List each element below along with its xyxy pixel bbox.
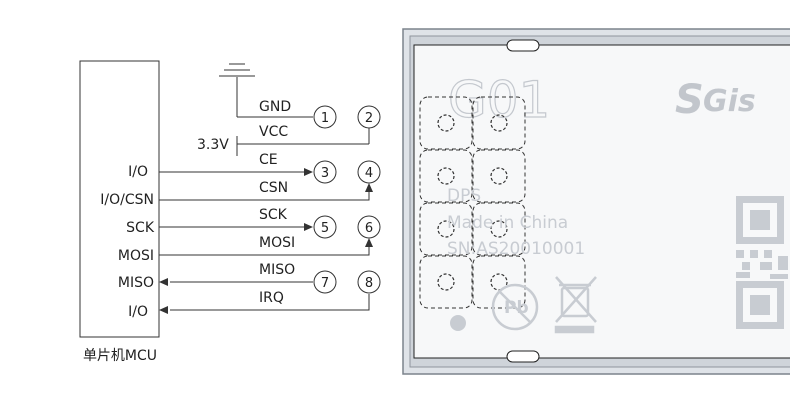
- arrow-sck: [304, 223, 313, 231]
- pin-number-5: 5: [321, 221, 329, 236]
- wire-mosi: [159, 245, 370, 256]
- signal-miso: MISO: [259, 262, 295, 278]
- arrow-ce: [304, 168, 313, 176]
- vcc-wire: [236, 128, 370, 156]
- signal-gnd: GND: [259, 99, 291, 115]
- pad-grid: [419, 96, 526, 309]
- mcu-pin-mosi: MOSI: [118, 248, 154, 264]
- pin-circle-2: [357, 105, 381, 129]
- brand-s-mark: S: [675, 77, 704, 123]
- pin-number-6: 6: [365, 221, 373, 236]
- signal-irq: IRQ: [259, 290, 284, 306]
- pin-circle-7: [313, 270, 337, 294]
- mount-slot-top: [506, 39, 540, 52]
- mcu-pin-miso: MISO: [118, 275, 154, 291]
- signal-mosi: MOSI: [259, 235, 295, 251]
- pin-circle-8: [357, 270, 381, 294]
- arrow-miso: [159, 278, 168, 286]
- signal-ce: CE: [259, 152, 278, 168]
- signal-csn: CSN: [259, 180, 288, 196]
- pad-holes: [437, 114, 508, 291]
- pb-free-icon: Pb: [491, 283, 539, 331]
- arrow-mosi: [365, 238, 373, 247]
- pin-circle-1: [313, 105, 337, 129]
- module-line-dps: DPS: [447, 186, 481, 206]
- mcu-pin-io-1: I/O: [128, 164, 148, 180]
- svg-text:Pb: Pb: [504, 298, 529, 318]
- voltage-label: 3.3V: [197, 137, 229, 153]
- mount-slot-bottom: [506, 350, 540, 363]
- signal-vcc: VCC: [259, 124, 288, 140]
- pin-number-4: 4: [365, 166, 373, 181]
- mcu-pin-io-2: I/O: [128, 304, 148, 320]
- module-line-made-in: Made in China: [447, 213, 568, 233]
- pin-number-2: 2: [365, 111, 373, 126]
- module-board: [402, 28, 790, 375]
- arrow-csn: [365, 183, 373, 192]
- brand-logo: S Gis: [675, 77, 756, 123]
- mcu-box: [79, 60, 160, 338]
- wire-irq: [170, 294, 370, 311]
- pin-number-7: 7: [321, 276, 329, 291]
- pin-circle-3: [313, 160, 337, 184]
- weee-bin-icon: [554, 276, 597, 334]
- pin-number-3: 3: [321, 166, 329, 181]
- mcu-pin-sck: SCK: [126, 220, 155, 236]
- signal-sck: SCK: [259, 207, 288, 223]
- pin-circle-4: [357, 160, 381, 184]
- module-model: G01: [448, 71, 550, 129]
- ground-symbol: [219, 63, 313, 118]
- pin1-dot: [450, 315, 466, 331]
- wire-csn: [159, 190, 370, 201]
- brand-name: Gis: [703, 84, 756, 119]
- mcu-caption: 单片机MCU: [83, 348, 157, 364]
- pin-number-1: 1: [321, 111, 329, 126]
- qr-code: [736, 196, 788, 329]
- module-line-sn: SN:AS20010001: [447, 239, 585, 259]
- pin-number-8: 8: [365, 276, 373, 291]
- pin-circle-5: [313, 215, 337, 239]
- mcu-pin-io-csn: I/O/CSN: [100, 192, 154, 208]
- arrow-irq: [159, 306, 168, 314]
- pin-circle-6: [357, 215, 381, 239]
